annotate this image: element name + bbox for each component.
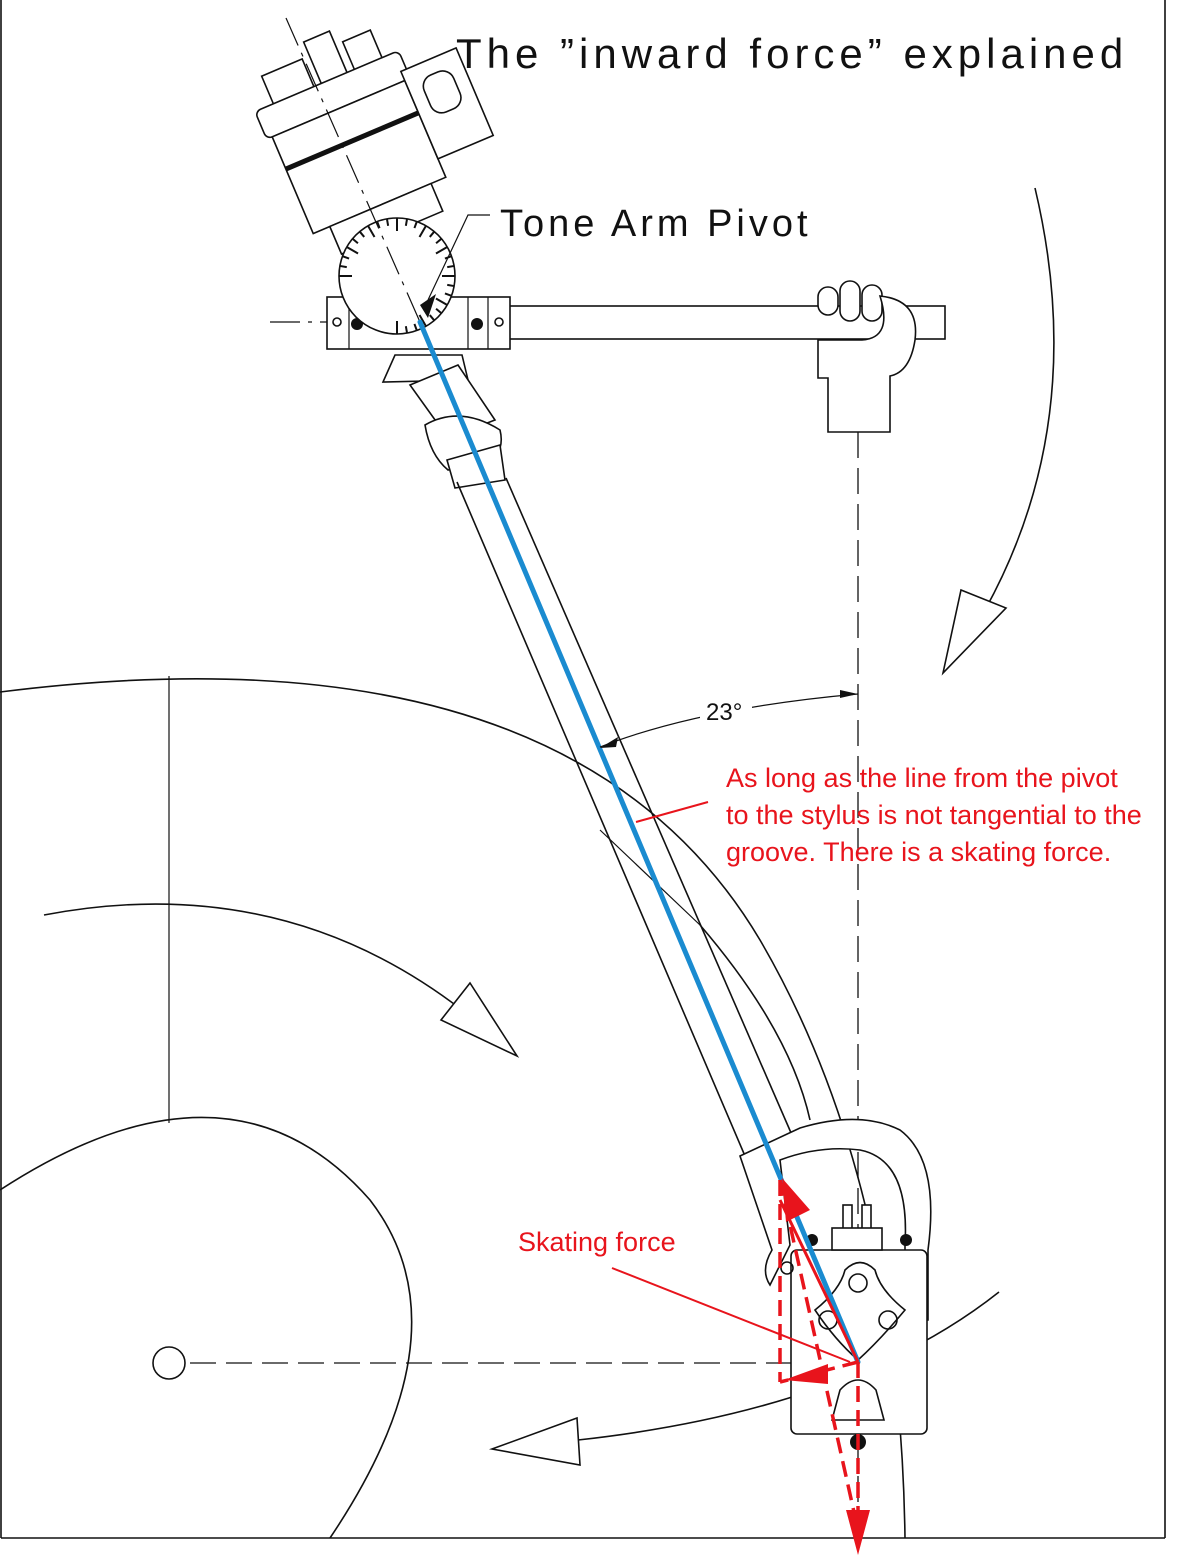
explanation-line-3: groove. There is a skating force. bbox=[726, 837, 1111, 867]
dial-tick bbox=[404, 218, 409, 226]
dial-tick bbox=[413, 221, 418, 229]
arm-axis-top bbox=[285, 17, 421, 323]
dial-tick bbox=[385, 218, 390, 226]
drawing-frame bbox=[0, 0, 1166, 1539]
dial-tick bbox=[435, 246, 448, 255]
dial-tick bbox=[376, 221, 381, 229]
dial-tick bbox=[367, 225, 376, 238]
spindle-circle bbox=[152, 1346, 186, 1380]
dial-tick bbox=[351, 237, 359, 244]
tone-arm-tube bbox=[381, 354, 811, 1157]
dial-tick bbox=[342, 255, 350, 260]
pivot-dial bbox=[338, 217, 456, 335]
arm-rest bbox=[499, 280, 946, 433]
force-arrow-icon bbox=[782, 1178, 810, 1222]
rotation-arrow-icon bbox=[941, 187, 1055, 676]
dial-tick bbox=[444, 292, 452, 297]
explanation-line-2: to the stylus is not tangential to the bbox=[726, 800, 1142, 830]
force-arrow-icon bbox=[784, 1364, 828, 1384]
angle-label: 23° bbox=[706, 699, 742, 726]
dial-tick bbox=[346, 246, 359, 255]
dial-tick bbox=[418, 314, 427, 327]
dial-tick bbox=[429, 230, 436, 238]
rotation-arrow-icon bbox=[43, 903, 520, 1058]
dial-tick bbox=[447, 283, 455, 288]
dial-tick bbox=[435, 297, 448, 306]
dial-tick bbox=[435, 237, 443, 244]
pivot-label-leader bbox=[427, 214, 490, 301]
skating-force-label: Skating force bbox=[518, 1227, 676, 1257]
diagram-title: The ”inward force” explained bbox=[456, 30, 1128, 77]
headshell bbox=[739, 1118, 932, 1450]
angle-label-bg bbox=[700, 694, 752, 724]
dial-tick bbox=[413, 323, 418, 331]
dial-tick bbox=[418, 225, 427, 238]
pivot-label: Tone Arm Pivot bbox=[500, 203, 812, 245]
force-arrow-icon bbox=[846, 1510, 870, 1555]
dial-tick bbox=[339, 264, 347, 269]
dial-tick bbox=[358, 230, 365, 238]
explanation-line-1: As long as the line from the pivot bbox=[726, 763, 1118, 793]
dial-tick bbox=[404, 326, 409, 334]
dial-tick bbox=[435, 308, 443, 315]
dial-tick bbox=[429, 314, 436, 322]
dial-tick bbox=[447, 264, 455, 269]
force-diagram bbox=[611, 801, 870, 1555]
